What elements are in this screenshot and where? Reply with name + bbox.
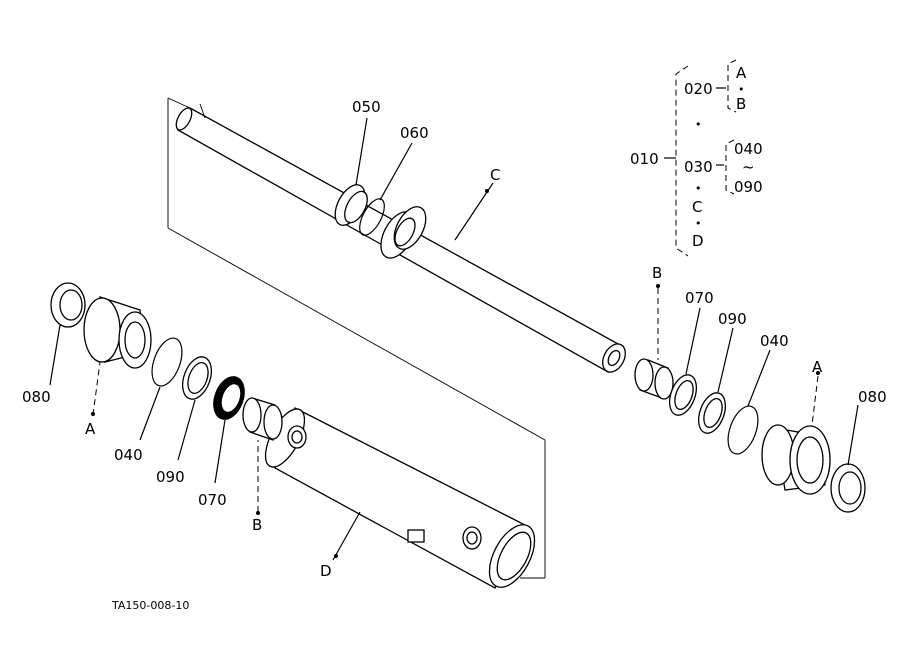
right-backup-090 [697,392,727,434]
label-b-right: B [652,264,662,282]
drawing-code: TA150-008-10 [111,599,189,612]
right-bushing-b [634,358,674,400]
label-c: C [490,166,500,184]
assembly-tree: 010 020 A • B • 030 040 ~ 090 • C • D [630,59,763,257]
right-seal-070 [668,374,698,416]
tree-tilde: ~ [742,158,755,176]
tree-a: A [736,64,747,82]
tree-040: 040 [734,140,763,158]
label-070-left: 070 [198,491,227,509]
tree-090: 090 [734,178,763,196]
label-090-left: 090 [156,468,185,486]
left-seal-070 [213,376,245,420]
label-a-left: A [85,420,96,438]
cylinder-tube-d [264,407,536,589]
right-gland-a [761,424,831,495]
tree-b: B [736,95,746,113]
label-040-left: 040 [114,446,143,464]
tree-030: 030 [684,158,713,176]
left-bushing-b [242,397,283,441]
right-wiper-080 [830,463,866,513]
tree-c: C [692,198,702,216]
label-070-right: 070 [685,289,714,307]
left-backup-090 [182,356,212,400]
label-050: 050 [352,98,381,116]
label-080-left: 080 [22,388,51,406]
left-gland-a [83,296,152,369]
ring-050 [334,184,368,226]
label-b-left: B [252,516,262,534]
label-090-right: 090 [718,310,747,328]
label-080-right: 080 [858,388,887,406]
label-a-right: A [812,358,823,376]
label-d: D [320,562,332,580]
tree-dot-020-030: • [695,118,702,131]
o-ring-060 [359,198,385,236]
tree-dot-c-d: • [695,217,702,230]
leader-dots [91,189,820,558]
tree-root-010: 010 [630,150,659,168]
tree-dot-ab: • [738,83,745,96]
tree-d: D [692,232,704,250]
tree-020: 020 [684,80,713,98]
left-wiper-080 [50,282,86,328]
label-060: 060 [400,124,429,142]
tree-dot-030-c: • [695,182,702,195]
right-o-ring-040 [727,405,759,455]
left-o-ring-040 [151,337,183,387]
label-040-right: 040 [760,332,789,350]
perspective-frame [167,97,546,579]
piston [380,206,427,259]
